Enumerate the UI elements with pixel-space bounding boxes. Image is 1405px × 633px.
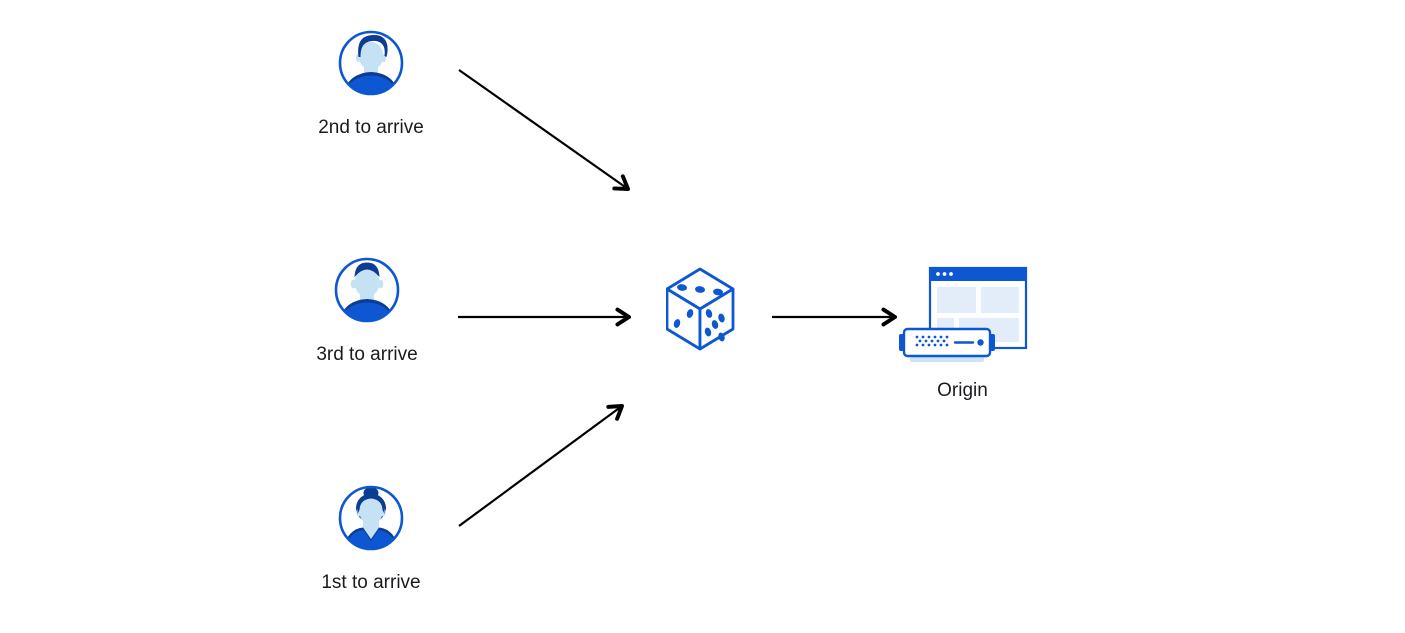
dice-pips-right [704, 309, 725, 342]
visitor-node-third: 3rd to arrive [287, 256, 447, 366]
visitor-node-second: 2nd to arrive [291, 29, 451, 139]
avatar-man-swept-hair-icon [338, 30, 404, 96]
avatar-man-short-hair-icon [334, 257, 400, 323]
visitor-label-second: 2nd to arrive [318, 117, 424, 138]
dice-pips-left [673, 309, 694, 328]
visitor-label-third: 3rd to arrive [316, 344, 418, 365]
arrow-first-to-dice [458, 404, 624, 527]
arrow-second-to-dice [458, 69, 630, 191]
dice-pips-top [677, 284, 723, 296]
origin-node: Origin [897, 265, 1028, 402]
origin-label: Origin [937, 380, 988, 401]
visitor-node-first: 1st to arrive [291, 484, 451, 594]
server-vents [915, 335, 949, 347]
dice-icon [665, 267, 735, 351]
origin-browser-server-icon [899, 266, 1028, 362]
visitor-label-first: 1st to arrive [321, 572, 421, 593]
randomizer-node [665, 267, 736, 357]
server-icon [899, 327, 995, 362]
avatar-woman-bun-icon [338, 485, 404, 551]
